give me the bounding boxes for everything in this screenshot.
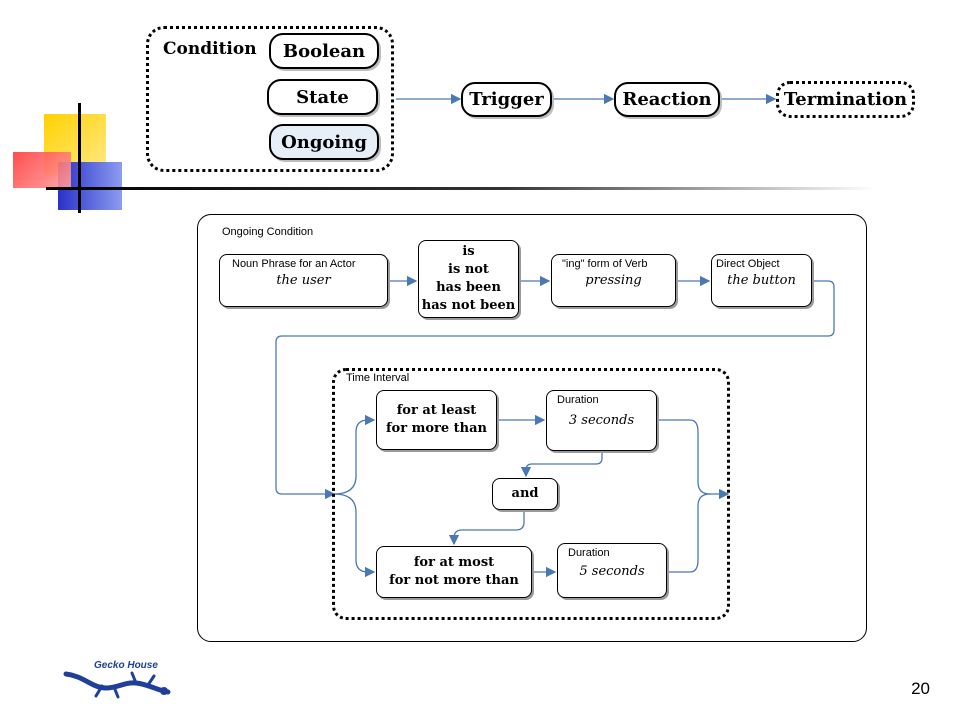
upper-bound-option: for not more than [389, 573, 519, 588]
upper-bound-box: for at most for not more than [376, 546, 532, 598]
time-interval-title: Time Interval [346, 372, 410, 384]
condition-boolean: Boolean [269, 33, 379, 69]
verb-header: "ing" form of Verb [562, 258, 648, 270]
upper-bound-option: for at most [413, 555, 495, 570]
verb-value: pressing [585, 273, 642, 288]
reaction-box: Reaction [614, 82, 720, 117]
condition-ongoing: Ongoing [269, 124, 379, 160]
and-box: and [492, 478, 558, 510]
condition-label: Condition [163, 39, 257, 59]
condition-frame [146, 26, 394, 172]
lower-bound-option: for at least [396, 403, 477, 418]
termination-box: Termination [776, 81, 915, 118]
ongoing-condition-title: Ongoing Condition [222, 226, 314, 238]
duration1-header: Duration [557, 394, 599, 406]
verb-aux-option: is [462, 244, 475, 259]
arrow-branch-upper [333, 414, 376, 495]
arrow-duration1-and [520, 452, 603, 478]
verb-box: "ing" form of Verb pressing [551, 254, 676, 307]
verb-aux-option: has not been [421, 298, 516, 313]
duration2-value: 5 seconds [579, 564, 645, 579]
actor-box: Noun Phrase for an Actor the user [219, 254, 388, 307]
gecko-house-logo: Gecko House [62, 656, 172, 700]
logo-text: Gecko House [94, 660, 158, 671]
object-header: Direct Object [716, 258, 780, 270]
arrow-merge-upper [658, 419, 730, 500]
duration2-header: Duration [568, 547, 610, 559]
lower-bound-box: for at least for more than [376, 390, 497, 450]
object-value: the button [727, 273, 796, 288]
and-label: and [511, 486, 539, 501]
trigger-box: Trigger [461, 82, 552, 117]
page-number: 20 [911, 679, 930, 698]
time-interval-frame [332, 368, 730, 620]
condition-state: State [267, 79, 378, 115]
arrow-object-to-interval [275, 280, 835, 500]
arrow-merge-lower [668, 493, 711, 573]
verb-aux-option: has been [436, 280, 501, 295]
duration1-box: Duration 3 seconds [546, 390, 657, 451]
ornament-vertical-line [78, 103, 81, 213]
title-divider-line [46, 187, 876, 190]
lower-bound-option: for more than [385, 421, 488, 436]
arrow-branch-lower [333, 493, 376, 578]
arrow-and-upper [448, 510, 525, 546]
ongoing-condition-frame [197, 214, 867, 642]
verb-aux-box: is is not has been has not been [418, 240, 519, 318]
object-box: Direct Object the button [711, 254, 812, 307]
actor-header: Noun Phrase for an Actor [232, 258, 356, 270]
ornament-red-square [13, 152, 71, 188]
duration2-box: Duration 5 seconds [557, 543, 667, 598]
verb-aux-option: is not [448, 262, 489, 277]
actor-value: the user [276, 273, 331, 288]
duration1-value: 3 seconds [568, 413, 635, 428]
